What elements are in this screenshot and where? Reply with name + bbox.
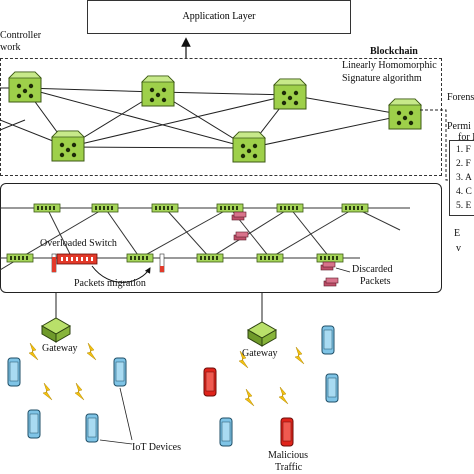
- permission-item: 4. C: [456, 187, 472, 197]
- iot-label-pointer: [119, 387, 133, 441]
- switch-icon: [6, 253, 34, 263]
- wireless-signal-icon: [28, 342, 39, 361]
- gateway-icon: [247, 321, 277, 347]
- iot-device-icon: [321, 325, 335, 355]
- packets-migration-label: Packets migration: [74, 278, 146, 289]
- controller-icon: [51, 130, 85, 162]
- migration-arrow: [91, 265, 151, 283]
- switch-icon: [91, 203, 119, 213]
- packet-icon: [233, 231, 249, 241]
- forensic-label: Forens: [447, 92, 474, 103]
- iot-device-icon: [7, 357, 21, 387]
- blockchain-title: Blockchain: [370, 46, 418, 57]
- discard-pointer: [335, 267, 351, 273]
- wireless-signal-icon: [86, 342, 97, 361]
- gateway-label-left: Gateway: [42, 343, 78, 354]
- controller-label-line1: Controller: [0, 30, 42, 41]
- forensic-link: [420, 109, 449, 181]
- permission-item: 3. A: [456, 173, 472, 183]
- switch-icon: [126, 253, 154, 263]
- algorithm-label-line2: Signature algorithm: [342, 73, 422, 84]
- gateway-label-right: Gateway: [242, 348, 278, 359]
- algorithm-label-line1: Linearly Homomorphic: [342, 60, 437, 71]
- wireless-signal-icon: [42, 382, 53, 401]
- iot-device-icon: [325, 373, 339, 403]
- packet-icon: [231, 211, 247, 221]
- wireless-signal-icon: [244, 388, 255, 407]
- permission-item: 1. F: [456, 145, 471, 155]
- overloaded-switch-icon: [56, 253, 98, 265]
- switch-icon: [276, 203, 304, 213]
- controller-label-line2: work: [0, 42, 21, 53]
- iot-devices-label: IoT Devices: [132, 442, 181, 453]
- malicious-device-icon: [203, 367, 217, 397]
- application-layer-label: Application Layer: [182, 11, 256, 22]
- blockchain-controller-box: [0, 58, 442, 176]
- controller-icon: [8, 71, 42, 103]
- switch-icon: [216, 203, 244, 213]
- switch-icon: [256, 253, 284, 263]
- switch-icon: [341, 203, 369, 213]
- packet-icon: [320, 261, 336, 271]
- iot-device-icon: [85, 413, 99, 443]
- controller-icon: [388, 98, 422, 130]
- permission-label-line1: Permi: [447, 121, 471, 132]
- iot-label-pointer: [99, 439, 133, 445]
- malicious-label-line2: Traffic: [275, 462, 303, 473]
- side-label-2: v: [456, 243, 461, 254]
- packet-icon: [323, 277, 339, 287]
- permission-item: 5. E: [456, 201, 472, 211]
- load-indicator-icon: [51, 253, 165, 273]
- iot-device-icon: [113, 357, 127, 387]
- switch-icon: [151, 203, 179, 213]
- controller-icon: [232, 131, 266, 163]
- controller-icon: [273, 78, 307, 110]
- permission-label-line2: for I: [458, 132, 474, 143]
- permission-list-box: 1. F 2. F 3. A 4. C 5. E: [449, 140, 474, 216]
- permission-item: 2. F: [456, 159, 471, 169]
- wireless-signal-icon: [294, 346, 305, 365]
- malicious-label-line1: Malicious: [268, 450, 308, 461]
- gateway-icon: [41, 317, 71, 343]
- wireless-signal-icon: [74, 382, 85, 401]
- side-label-1: E: [454, 228, 461, 239]
- switch-icon: [33, 203, 61, 213]
- switch-icon: [316, 253, 344, 263]
- controller-icon: [141, 75, 175, 107]
- discarded-label-line1: Discarded: [352, 264, 393, 275]
- overloaded-switch-label: Overloaded Switch: [40, 238, 117, 249]
- switch-icon: [196, 253, 224, 263]
- iot-device-icon: [219, 417, 233, 447]
- application-layer-box: Application Layer: [87, 0, 351, 34]
- discarded-label-line2: Packets: [360, 276, 391, 287]
- iot-device-icon: [27, 409, 41, 439]
- malicious-device-icon: [280, 417, 294, 447]
- wireless-signal-icon: [278, 386, 289, 405]
- data-plane-box: [0, 183, 442, 293]
